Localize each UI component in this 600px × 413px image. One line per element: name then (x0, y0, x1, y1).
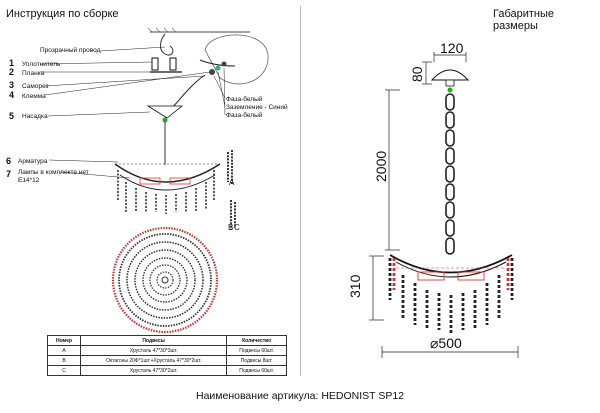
part-number-1: 1 (9, 58, 15, 68)
part-number-7: 7 (6, 169, 12, 179)
part-label-6: Арматура (18, 158, 48, 165)
crystal-marker-a: A (229, 178, 235, 187)
dimension-chain-length: 2000 (373, 150, 389, 182)
section-divider (300, 6, 301, 376)
crystal-marker-b: B (228, 223, 234, 232)
dimension-body-height: 310 (347, 274, 363, 298)
dimension-top-width: 120 (440, 40, 464, 56)
part-number-4: 4 (9, 90, 15, 100)
part-number-5: 5 (9, 111, 15, 121)
part-label-3: Саморез (22, 83, 49, 90)
part-number-2: 2 (9, 67, 15, 77)
part-label-4: Клемма (22, 93, 46, 100)
crystal-marker-c: C (234, 223, 240, 232)
table-row: C Хрусталь 47*30*2шт. Подвесы 60шт. (46, 365, 287, 376)
wire-label: Прозрачный провод (40, 47, 101, 54)
table-cell: Подвесы 8шт. (226, 355, 287, 366)
table-cell: C (46, 365, 82, 376)
article-name: Наименование артикула: HEDONIST SP12 (195, 390, 405, 402)
table-cell: Подвесы 60шт. (226, 345, 287, 356)
part-label-7: Лампы в комплекте нет Е14*12 (18, 169, 89, 184)
table-cell: Хрусталь 47*30*2шт. (80, 365, 228, 376)
dimensions-title: Габаритные размеры (493, 8, 555, 32)
part-label-2: Планка (22, 70, 45, 77)
table-cell: B (46, 355, 82, 366)
assembly-drawing (39, 27, 269, 334)
part-number-6: 6 (6, 156, 12, 166)
table-header: Номер (46, 335, 82, 346)
table-row: B Октагоны 20Ф*1шт.+Хрусталь 47*30*2шт. … (46, 355, 287, 366)
table-cell: Подвесы 60шт. (226, 365, 287, 376)
table-cell: A (46, 345, 82, 356)
wire-color-3: Фаза-белый (226, 112, 263, 119)
part-number-3: 3 (9, 80, 15, 90)
dimension-canopy-height: 80 (409, 66, 425, 82)
wire-color-1: Фаза-белый (226, 96, 263, 103)
table-row: A Хрусталь 47*30*3шт. Подвесы 60шт. (46, 345, 287, 356)
table-header: Количество (226, 335, 287, 346)
part-label-1: Уплотнитель (22, 61, 61, 68)
assembly-title: Инструкция по сборке (6, 8, 119, 20)
table-cell: Хрусталь 47*30*3шт. (80, 345, 228, 356)
wire-color-2: Заземление - Синий (226, 104, 288, 111)
part-label-5: Насадка (22, 113, 48, 120)
table-header: Подвесы (80, 335, 228, 346)
table-cell: Октагоны 20Ф*1шт.+Хрусталь 47*30*2шт. (80, 355, 228, 366)
dimension-drawing (369, 52, 519, 358)
dimension-diameter: ⌀500 (430, 335, 462, 351)
pendant-spec-table: Номер Подвесы Количество A Хрусталь 47*3… (46, 335, 287, 376)
table-header-row: Номер Подвесы Количество (46, 335, 287, 346)
